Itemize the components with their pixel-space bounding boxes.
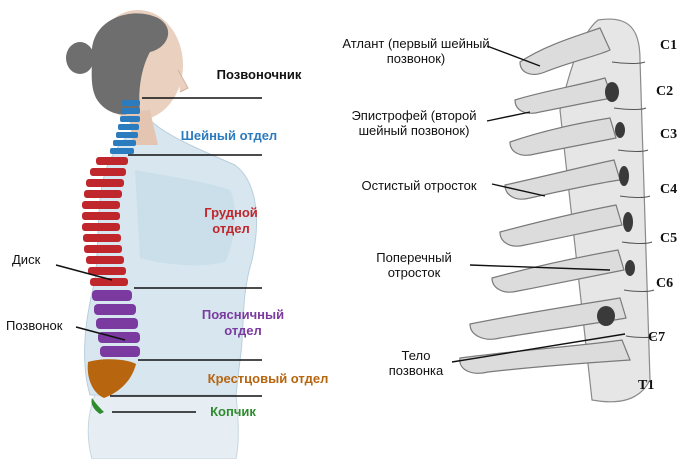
cervical-vertebrae xyxy=(110,100,140,154)
sacral-section-label: Крестцовый отдел xyxy=(207,371,329,386)
sacrum xyxy=(87,359,136,398)
disc-lines xyxy=(611,61,657,338)
vertebra-processes xyxy=(459,27,631,374)
level-label-c5: C5 xyxy=(660,231,678,246)
lumbar-vertebrae xyxy=(92,290,140,357)
cervical-spine-illustration xyxy=(459,18,657,403)
disc-label: Диск xyxy=(12,252,41,267)
spinous-process-label: Остистый отросток xyxy=(361,178,477,193)
right-leader-lines xyxy=(451,45,626,363)
head xyxy=(66,10,189,145)
thoracic-vertebrae xyxy=(82,157,128,286)
level-label-t1: T1 xyxy=(638,378,655,393)
coccyx-bone xyxy=(91,398,104,414)
level-label-c3: C3 xyxy=(660,127,678,142)
spine-column xyxy=(82,100,140,414)
axis-label: Эпистрофей (второй шейный позвонок) xyxy=(351,108,477,138)
level-label-c7: C7 xyxy=(648,330,666,345)
cervical-section-label: Шейный отдел xyxy=(180,128,278,143)
lumbar-section-label: Поясничный отдел xyxy=(201,307,285,338)
level-label-c6: C6 xyxy=(656,276,674,291)
spine-label: Позвоночник xyxy=(216,67,302,82)
left-leader-lines xyxy=(55,97,262,413)
level-label-c1: C1 xyxy=(660,38,678,53)
vertebra-label: Позвонок xyxy=(6,318,63,333)
level-label-c4: C4 xyxy=(660,182,678,197)
coccyx-section-label: Копчик xyxy=(210,404,256,419)
transverse-process-label: Поперечный отросток xyxy=(376,250,452,280)
atlas-label: Атлант (первый шейный позвонок) xyxy=(342,36,490,66)
thoracic-section-label: Грудной отдел xyxy=(204,205,258,236)
vertebral-body-label: Тело позвонка xyxy=(388,348,444,378)
foramen-shading xyxy=(597,82,635,326)
level-label-c2: C2 xyxy=(656,84,674,99)
